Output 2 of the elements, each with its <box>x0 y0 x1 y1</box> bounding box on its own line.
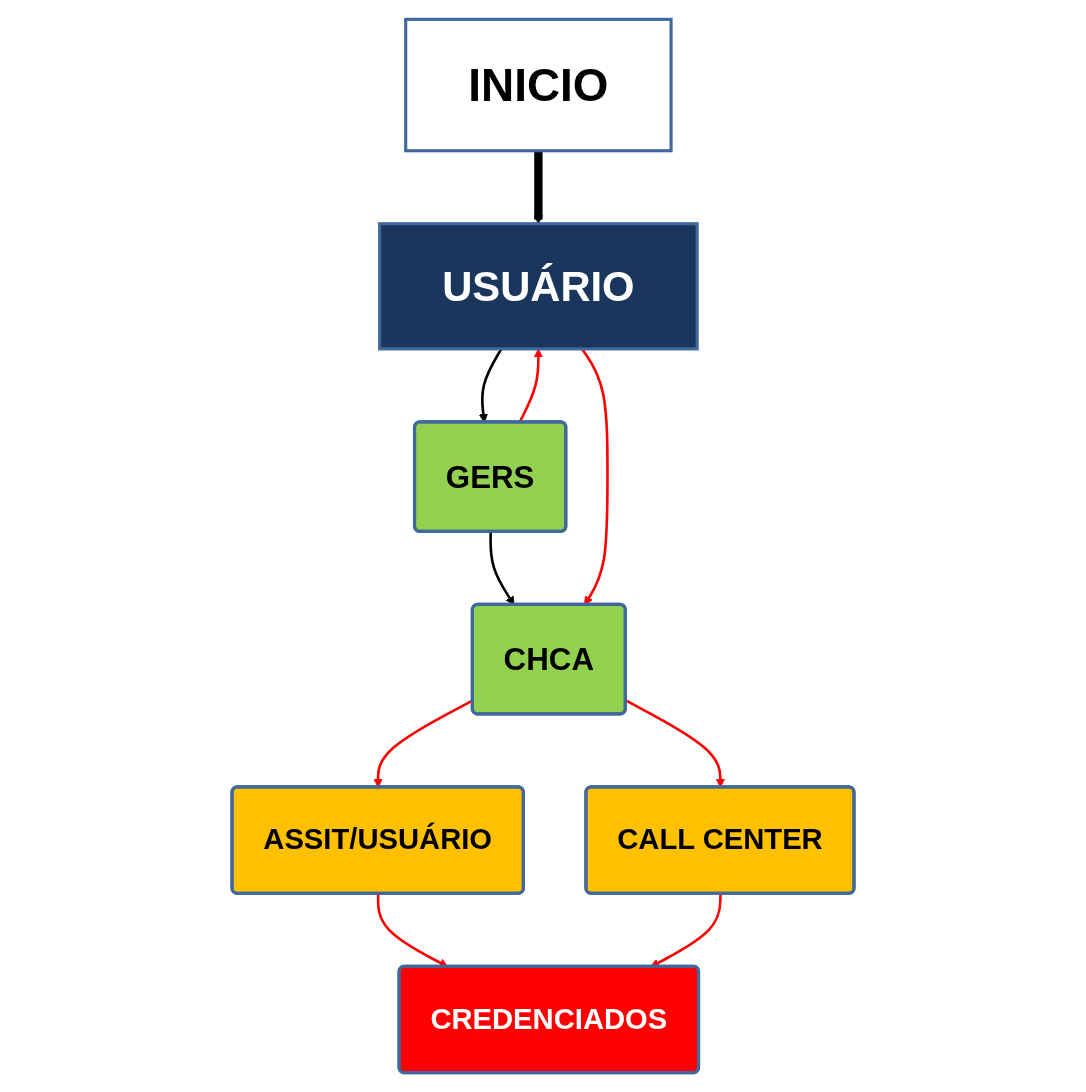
node-box: INICIO <box>404 17 673 153</box>
node-box: USUÁRIO <box>378 222 699 351</box>
